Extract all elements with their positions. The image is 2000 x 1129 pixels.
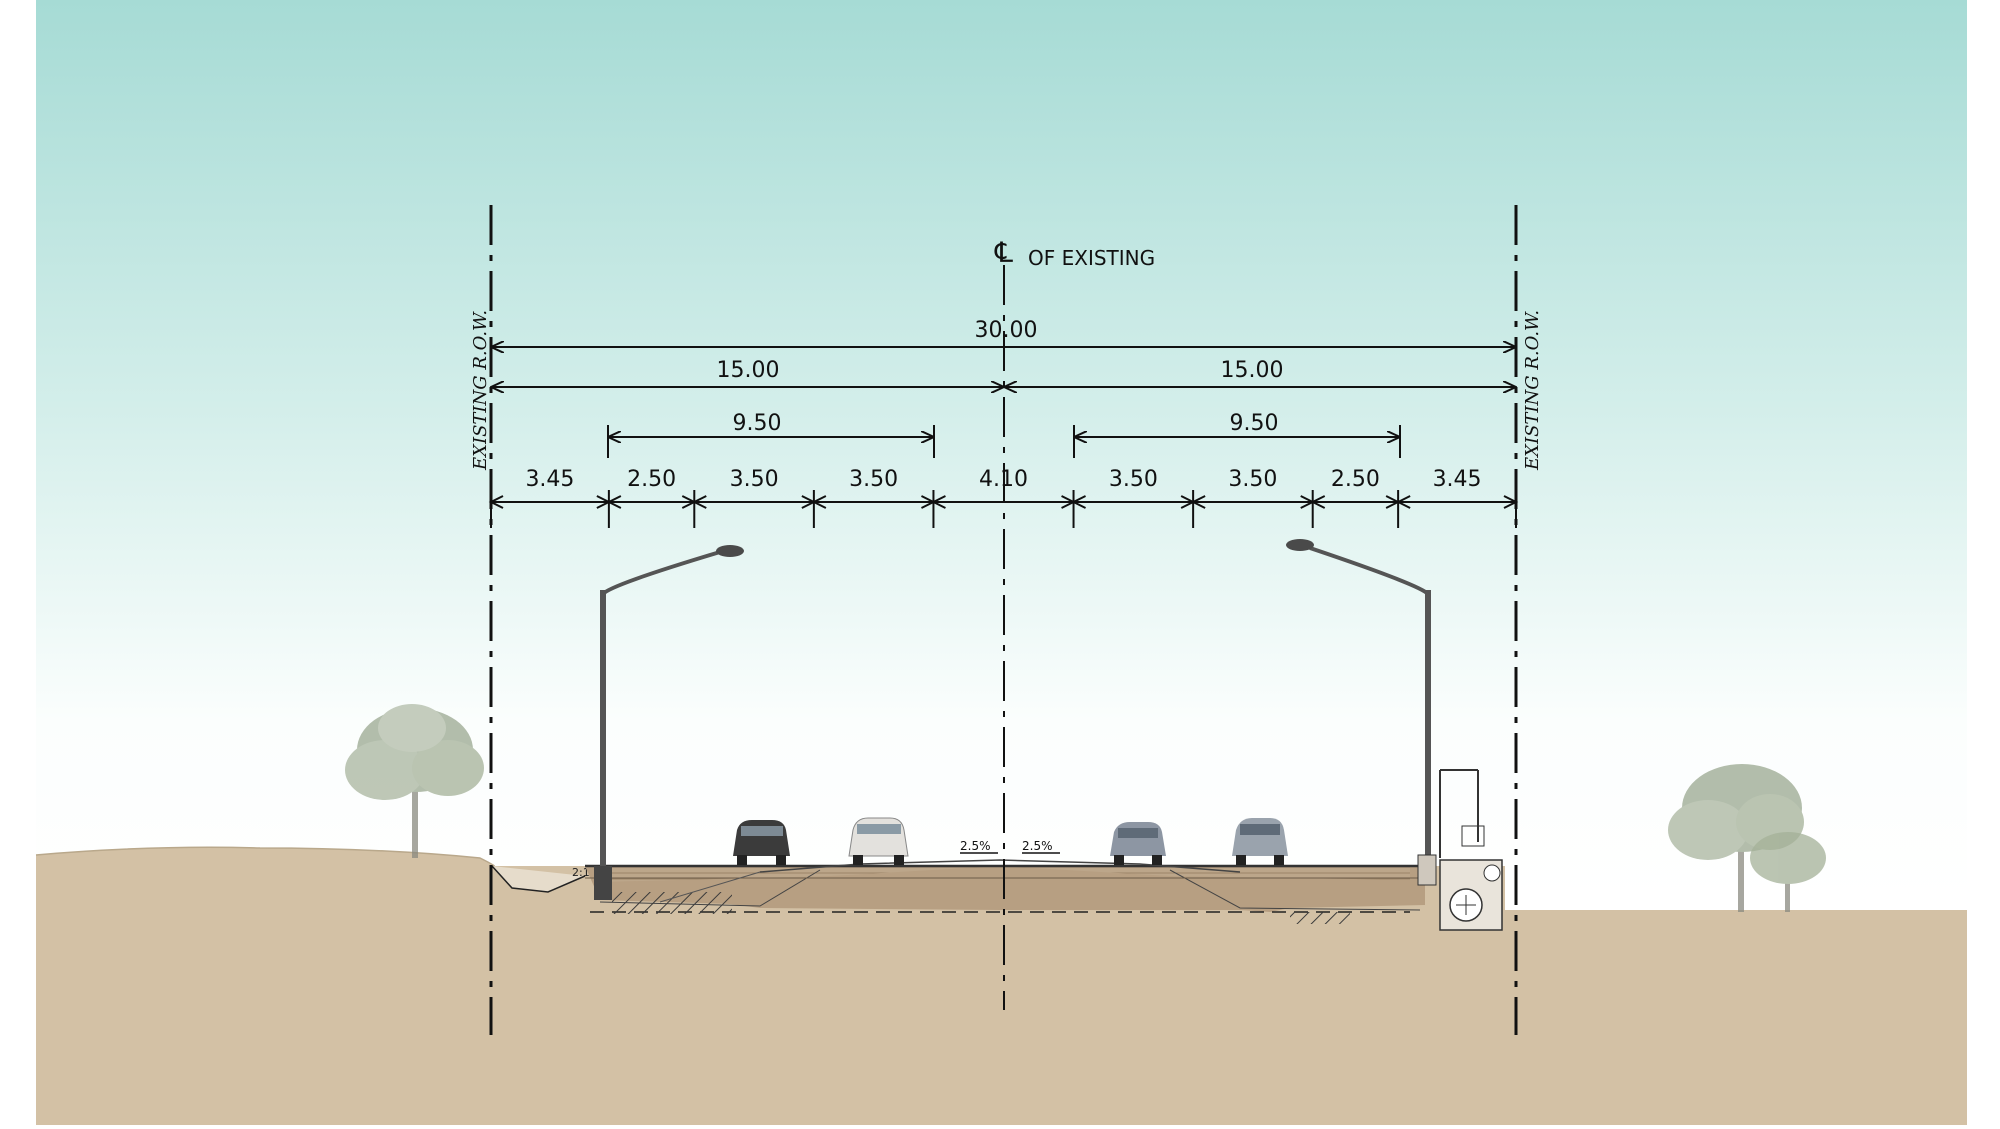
row-label-right: EXISTING R.O.W. [1522,310,1543,471]
segment-arrowhead [1310,495,1326,509]
tree-right-small [1750,832,1826,912]
car-4 [1232,818,1288,865]
centerline-label: OF EXISTING [1028,246,1155,270]
segment-label-4: 3.50 [849,467,898,492]
centerline-symbol: ℄ [994,236,1013,269]
segment-arrowhead [811,495,827,509]
segment-label-5: 4.10 [979,467,1028,492]
segment-label-6: 3.50 [1109,467,1158,492]
tree-left [345,704,484,858]
segment-arrowhead [931,495,946,509]
row-label-left: EXISTING R.O.W. [470,310,491,471]
segment-label-8: 2.50 [1331,467,1380,492]
segment-ticks [488,490,1519,528]
car-3 [1110,822,1166,865]
segment-label-2: 2.50 [627,467,676,492]
segment-label-7: 3.50 [1228,467,1277,492]
dim-group-left-label: 9.50 [733,411,782,436]
dim-half-left-label: 15.00 [717,358,780,383]
dim-half-right-label: 15.00 [1221,358,1284,383]
embankment-slope-label: 2:1 [572,866,590,879]
slope-right-label: 2.5% [1022,839,1053,853]
slope-left-label: 2.5% [960,839,991,853]
segment-arrowhead [1395,495,1411,509]
ground-line [35,846,495,868]
street-light-left [594,545,744,900]
car-2 [848,817,909,865]
segment-arrowhead [692,495,707,509]
segment-arrowhead [606,495,622,509]
dim-total-label: 30.00 [975,318,1038,343]
segment-arrowhead [1190,495,1206,509]
right-curb-utility [1417,769,1503,931]
segment-arrowhead [1071,495,1086,509]
dim-group-right-label: 9.50 [1230,411,1279,436]
car-1 [733,820,790,865]
segment-labels: 3.45 2.50 3.50 3.50 4.10 3.50 3.50 2.50 … [525,467,1481,492]
duct-icon [1483,864,1501,882]
street-light-right [1286,539,1431,868]
segment-label-3: 3.50 [730,467,779,492]
segment-label-9: 3.45 [1433,467,1482,492]
segment-arrowhead [488,495,504,509]
segment-label-1: 3.45 [525,467,574,492]
sky-background [36,0,1967,900]
left-ditch [491,865,586,893]
segment-arrowhead [1503,495,1519,509]
